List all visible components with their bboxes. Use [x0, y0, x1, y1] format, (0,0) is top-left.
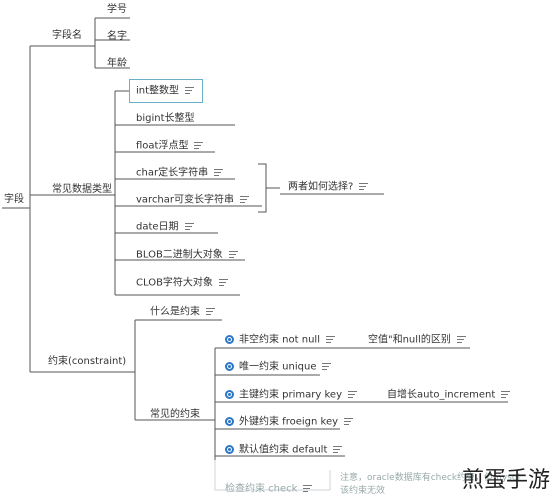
pk-note-node[interactable]: 自增长auto_increment: [387, 389, 511, 402]
type-int-label: int整数型: [136, 85, 180, 97]
field-name-node[interactable]: 字段名: [52, 30, 82, 42]
types-node[interactable]: 常见数据类型: [52, 184, 112, 196]
constraint-notnull-label: 非空约束 not null: [239, 334, 320, 346]
type-clob-label: CLOB字符大对象: [136, 277, 213, 289]
pk-note-label: 自增长auto_increment: [387, 389, 496, 401]
note-icon[interactable]: [456, 334, 466, 345]
constraint-common-node[interactable]: 常见的约束: [150, 409, 200, 421]
note-icon[interactable]: [344, 416, 354, 427]
type-int-node[interactable]: int整数型: [136, 85, 195, 98]
note-icon[interactable]: [303, 483, 313, 494]
field-student-id-label: 学号: [107, 4, 127, 15]
type-char-label: char定长字符串: [136, 167, 209, 179]
type-bigint-node[interactable]: bigint长整型: [136, 113, 195, 125]
note-icon[interactable]: [228, 249, 238, 260]
note-icon[interactable]: [185, 85, 195, 96]
type-float-label: float浮点型: [136, 140, 189, 152]
constraint-what-label: 什么是约束: [150, 306, 200, 318]
type-varchar-node[interactable]: varchar可变长字符串: [136, 194, 250, 207]
constraint-icon: [225, 335, 234, 344]
field-name-label: 字段名: [52, 30, 82, 41]
check-note-text-1: 注意，oracle数据库有check约束，但mysql: [340, 473, 521, 483]
watermark-text: 煎蛋手游: [461, 468, 550, 493]
field-age-node[interactable]: 年龄: [107, 58, 127, 70]
note-icon[interactable]: [333, 444, 343, 455]
note-icon[interactable]: [240, 194, 250, 205]
note-icon[interactable]: [214, 167, 224, 178]
constraint-foreign-key-node[interactable]: 外键约束 froeign key: [225, 416, 354, 429]
type-float-node[interactable]: float浮点型: [136, 140, 204, 153]
type-clob-node[interactable]: CLOB字符大对象: [136, 277, 228, 290]
constraint-primary-key-node[interactable]: 主键约束 primary key: [225, 389, 357, 402]
check-note-text-2: 该约束无效: [340, 486, 386, 496]
field-student-id-node[interactable]: 学号: [107, 4, 127, 16]
note-icon[interactable]: [218, 277, 228, 288]
constraint-default-node[interactable]: 默认值约束 default: [225, 444, 343, 457]
constraint-what-node[interactable]: 什么是约束: [150, 306, 215, 319]
types-group-note-node[interactable]: 两者如何选择?: [288, 181, 369, 194]
constraint-node[interactable]: 约束(constraint): [48, 356, 126, 368]
constraint-unique-label: 唯一约束 unique: [239, 361, 317, 373]
note-icon[interactable]: [194, 140, 204, 151]
types-label: 常见数据类型: [52, 184, 112, 195]
type-varchar-label: varchar可变长字符串: [136, 194, 235, 206]
type-bigint-label: bigint长整型: [136, 113, 195, 124]
root-node[interactable]: 字段: [4, 194, 24, 206]
type-char-node[interactable]: char定长字符串: [136, 167, 224, 180]
type-blob-node[interactable]: BLOB二进制大对象: [136, 249, 238, 262]
field-name-child-node[interactable]: 名字: [107, 31, 127, 43]
constraint-foreign-key-label: 外键约束 froeign key: [239, 416, 339, 428]
constraint-icon: [225, 445, 234, 454]
type-date-node[interactable]: date日期: [136, 221, 194, 234]
site-watermark: 煎蛋手游: [462, 462, 550, 494]
notnull-note-label: 空值"和null的区别: [368, 334, 451, 346]
check-note-line2: 该约束无效: [340, 485, 385, 497]
check-note-line1: 注意，oracle数据库有check约束，但mysql: [340, 472, 520, 484]
constraint-icon: [225, 390, 234, 399]
constraint-primary-key-label: 主键约束 primary key: [239, 389, 342, 401]
field-name-child-label: 名字: [107, 31, 127, 42]
constraint-unique-node[interactable]: 唯一约束 unique: [225, 361, 332, 374]
notnull-note-node[interactable]: 空值"和null的区别: [368, 334, 466, 347]
constraint-default-label: 默认值约束 default: [239, 444, 328, 456]
constraint-icon: [225, 417, 234, 426]
note-icon[interactable]: [348, 389, 357, 400]
selected-node-highlight: [129, 79, 203, 103]
root-label: 字段: [4, 194, 24, 205]
type-date-label: date日期: [136, 221, 179, 233]
note-icon[interactable]: [184, 221, 194, 232]
note-icon[interactable]: [359, 181, 369, 192]
note-icon[interactable]: [322, 361, 332, 372]
field-age-label: 年龄: [107, 58, 127, 69]
constraint-check-node[interactable]: 检查约束 check: [225, 483, 313, 496]
type-blob-label: BLOB二进制大对象: [136, 249, 223, 261]
note-icon[interactable]: [501, 389, 511, 400]
types-group-note-label: 两者如何选择?: [288, 181, 354, 193]
constraint-label: 约束(constraint): [48, 356, 127, 367]
constraint-check-label: 检查约束 check: [225, 483, 298, 495]
constraint-common-label: 常见的约束: [150, 409, 200, 420]
note-icon[interactable]: [206, 306, 215, 317]
note-icon[interactable]: [325, 334, 335, 345]
constraint-icon: [225, 362, 234, 371]
constraint-notnull-node[interactable]: 非空约束 not null: [225, 334, 335, 347]
